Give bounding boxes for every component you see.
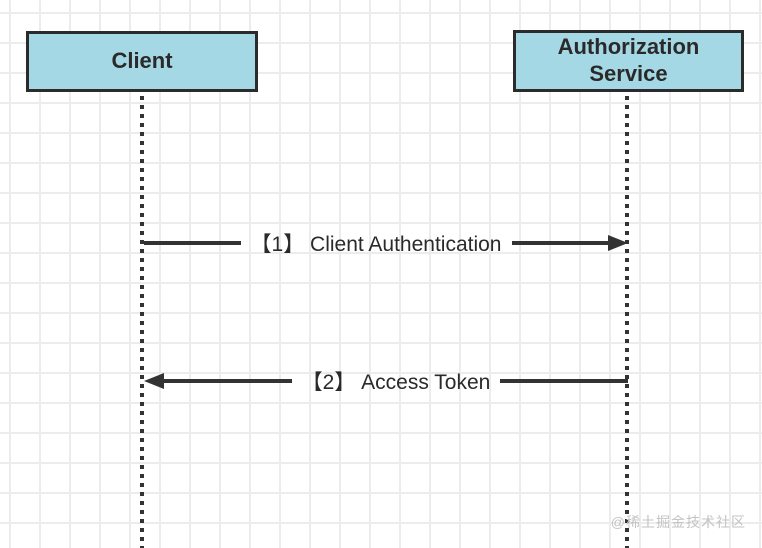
lifeline-client — [140, 96, 144, 548]
actor-label-client: Client — [111, 48, 173, 74]
actor-label-authorization-service: Authorization Service — [557, 34, 700, 86]
message-label-client-authentication: 【1】 Client Authentication — [250, 233, 502, 256]
watermark: @稀土掘金技术社区 — [610, 514, 746, 530]
message-line-left — [144, 241, 241, 245]
lifeline-authorization-service — [625, 96, 629, 548]
message-line-left — [164, 379, 292, 383]
message-client-authentication: 【1】 Client Authentication — [144, 226, 629, 260]
arrow-head-right-icon — [608, 235, 629, 251]
actor-box-client: Client — [26, 31, 258, 92]
message-label-access-token: 【2】 Access Token — [301, 371, 491, 394]
message-line-right — [500, 379, 629, 383]
arrow-head-left-icon — [144, 373, 164, 389]
message-line-right — [511, 241, 609, 245]
actor-box-authorization-service: Authorization Service — [513, 30, 744, 92]
message-access-token: 【2】 Access Token — [144, 364, 629, 398]
